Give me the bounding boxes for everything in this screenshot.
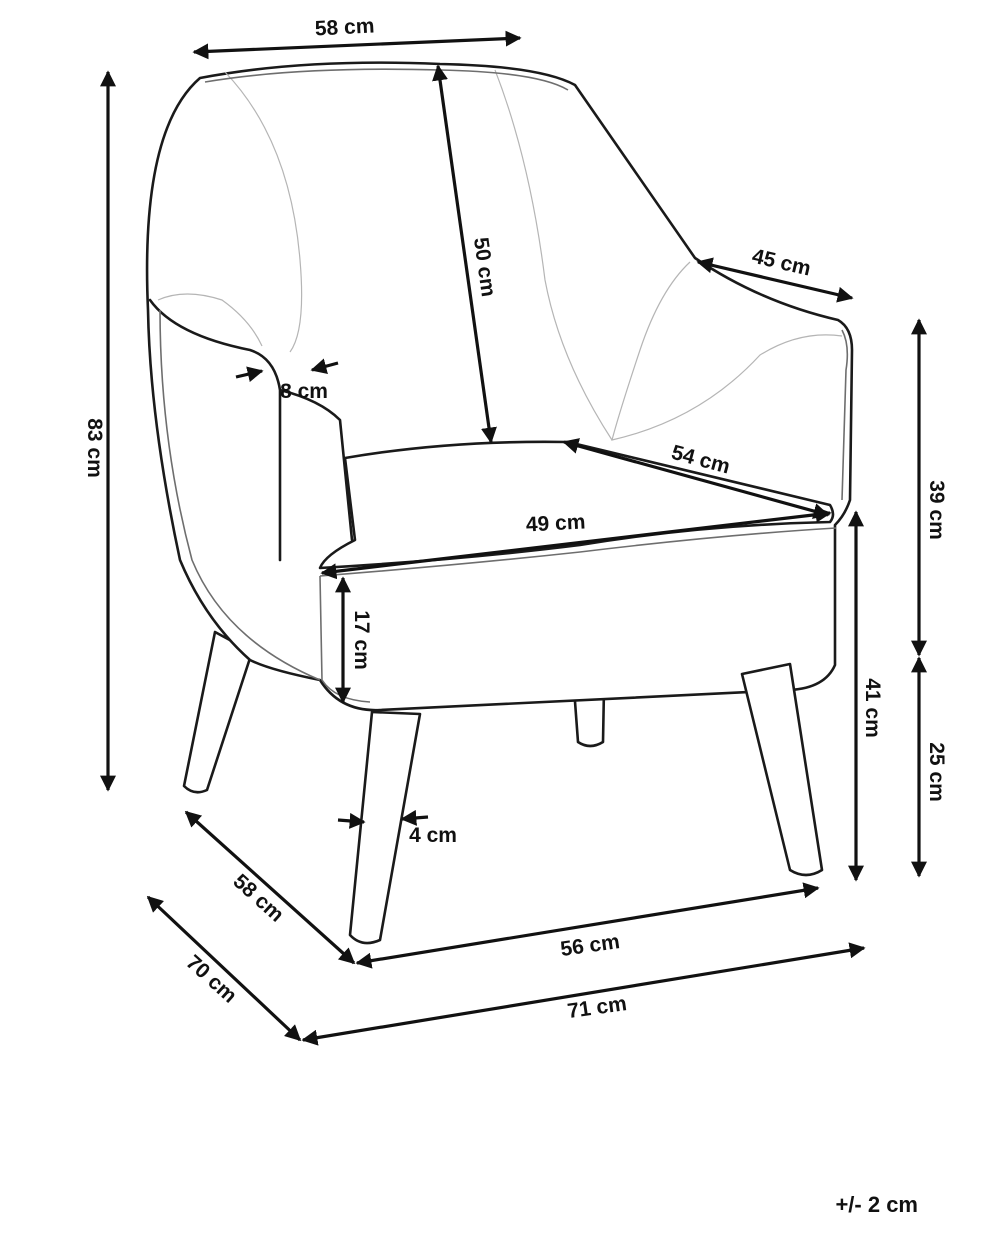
label-leg-span-width: 56 cm: [559, 930, 621, 961]
label-leg-width: 4 cm: [409, 824, 457, 847]
dim-seat-width: [320, 506, 832, 580]
backrest-top-piping: [204, 68, 569, 91]
dimension-lines: [100, 30, 927, 1046]
dim-total-depth: [146, 895, 302, 1042]
backrest-inner-right: [494, 69, 613, 441]
right-armrest-front: [841, 329, 849, 501]
label-armrest-height: 39 cm: [925, 480, 948, 540]
label-seat-width: 49 cm: [525, 510, 586, 536]
label-seat-height: 41 cm: [861, 678, 884, 738]
label-leg-height: 25 cm: [925, 742, 948, 802]
dim-seat-depth: [562, 438, 830, 519]
label-total-height: 83 cm: [83, 418, 106, 478]
armchair-outline: [145, 61, 854, 945]
dim-top-width: [192, 30, 522, 60]
label-total-depth: 70 cm: [182, 951, 242, 1008]
label-top-width: 58 cm: [314, 14, 375, 40]
chair-body: [145, 61, 854, 712]
dim-backrest-height: [432, 64, 497, 444]
dim-leg-width-right: [400, 809, 429, 826]
dim-leg-depth: [184, 810, 356, 965]
left-armrest: [148, 298, 354, 562]
label-armrest-width: 8 cm: [280, 380, 328, 403]
back-right-leg: [572, 686, 606, 748]
front-right-leg: [740, 662, 824, 877]
tolerance-note: +/- 2 cm: [835, 1192, 918, 1217]
left-armrest-top: [157, 293, 263, 347]
dim-armrest-width-left: [235, 366, 264, 383]
backrest-inner-left: [224, 71, 303, 353]
dim-total-width: [301, 942, 866, 1046]
label-cushion-height: 17 cm: [350, 610, 373, 670]
back-left-leg: [182, 630, 254, 794]
dim-armrest-length: [696, 257, 854, 303]
dim-leg-width-left: [337, 812, 366, 829]
left-side-piping: [159, 309, 321, 681]
dim-armrest-width-right: [310, 358, 339, 374]
